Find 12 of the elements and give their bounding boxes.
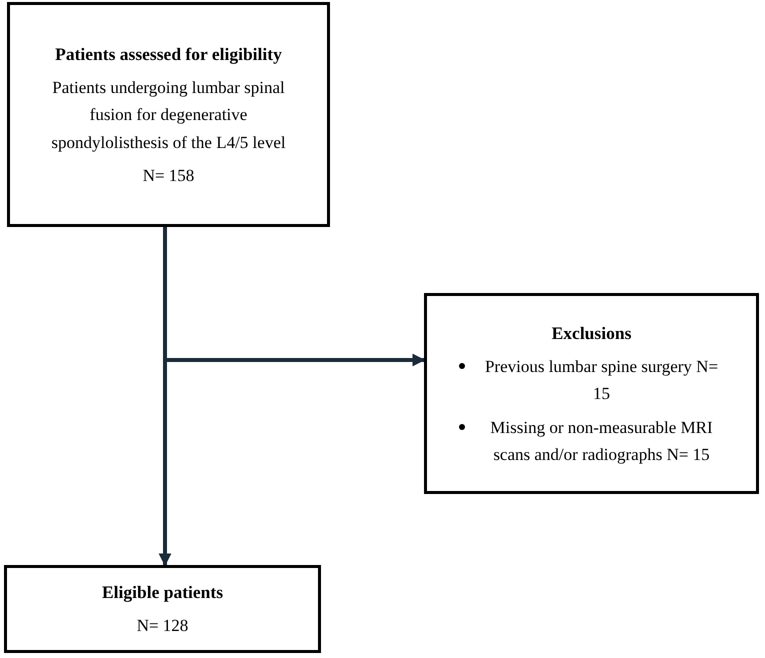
process-box — [7, 2, 330, 227]
process-box — [4, 565, 321, 653]
bullet-text: Missing or non-measurable MRI scans and/or radiographs N= 15 — [489, 416, 714, 466]
box-heading: Eligible patients — [102, 581, 224, 604]
box-heading: Patients assessed for eligibility — [55, 43, 282, 66]
box-text: Patients undergoing lumbar spinal fusion for degenerative spondylolisthesis of the L4/5 level — [50, 77, 287, 154]
box-text: N= 158 — [142, 164, 194, 187]
arrow — [163, 227, 426, 366]
box-text: N= 128 — [136, 615, 188, 638]
box-heading: Exclusions — [552, 322, 632, 346]
bullet-text: Previous lumbar spine surgery N= 15 — [484, 356, 720, 406]
process-box — [424, 293, 759, 494]
